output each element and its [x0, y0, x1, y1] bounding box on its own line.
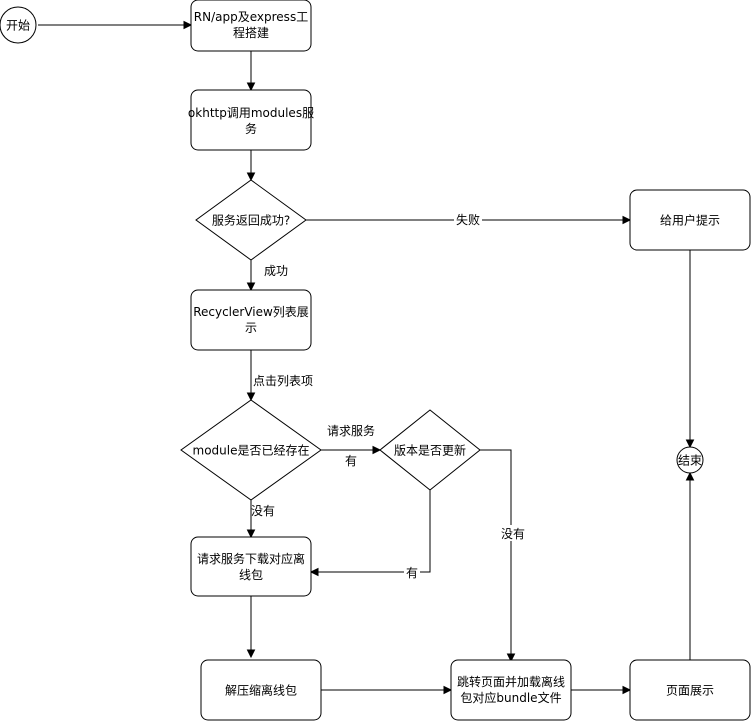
end-label: 结束 [678, 454, 702, 468]
edge-label-success: 成功 [264, 264, 288, 278]
setup-node [190, 0, 312, 52]
jump-label-line1: 跳转页面并加载离线 [457, 674, 565, 689]
label-bg [404, 564, 420, 580]
version-updated-label: 版本是否更新 [394, 443, 466, 458]
arrowhead [183, 20, 193, 30]
setup-label-line1: RN/app及express工 [194, 10, 308, 24]
page-show-node [629, 659, 751, 721]
start-label: 开始 [6, 19, 30, 33]
arrowhead [246, 282, 256, 292]
recycler-label-line2: 示 [245, 321, 257, 335]
recycler-label-line1: RecyclerView列表展 [193, 305, 309, 319]
edges [38, 20, 695, 695]
jump-node [450, 659, 572, 721]
edge-label-yes-version: 有 [345, 454, 357, 468]
notify-user-label: 给用户提示 [660, 213, 720, 228]
download-label-line1: 请求服务下载对应离 [197, 551, 305, 566]
arrowhead [443, 685, 453, 695]
version-updated-decision [379, 409, 481, 491]
edge-version-to-download [318, 490, 431, 573]
edge-labels: 失败 成功 点击列表项 请求服务 有 没有 没有 有 [251, 212, 526, 580]
jump-label-line2: 包对应bundle文件 [460, 690, 561, 705]
edge-label-request-service: 请求服务 [327, 423, 375, 438]
unzip-node [200, 659, 322, 721]
module-exists-label: module是否已经存在 [193, 444, 310, 458]
okhttp-label-line1: okhttp调用modules服 [188, 106, 314, 120]
arrowhead [246, 82, 256, 92]
okhttp-label-line2: 务 [245, 121, 257, 136]
arrowhead [685, 471, 695, 481]
edge-label-yes-update: 有 [406, 566, 418, 580]
arrowhead [246, 172, 256, 182]
download-label-line2: 线包 [239, 568, 263, 582]
label-bg [454, 212, 482, 228]
edge-version-to-jump [480, 449, 512, 654]
download-node [190, 536, 312, 597]
page-show-label: 页面展示 [666, 684, 714, 698]
arrowhead [246, 649, 256, 659]
unzip-label: 解压缩离线包 [225, 683, 297, 698]
notify-user-node [629, 189, 751, 251]
end-node [676, 446, 704, 474]
okhttp-node [190, 89, 312, 151]
setup-label-line2: 程搭建 [233, 25, 269, 40]
service-success-label: 服务返回成功? [212, 213, 290, 228]
label-bg [500, 525, 526, 541]
recycler-node [190, 289, 312, 351]
start-node [0, 6, 37, 44]
module-exists-decision [180, 399, 322, 501]
arrowhead [685, 439, 695, 449]
service-success-decision [195, 179, 307, 261]
arrowhead [372, 445, 382, 455]
edge-label-no-module: 没有 [251, 503, 275, 518]
arrowhead [622, 685, 632, 695]
edge-label-fail: 失败 [456, 212, 480, 227]
arrowhead [506, 653, 516, 663]
arrowhead [309, 567, 319, 577]
arrowhead [246, 529, 256, 539]
edge-label-click-item: 点击列表项 [253, 374, 313, 388]
arrowhead [622, 215, 632, 225]
edge-label-no-update: 没有 [501, 526, 525, 541]
arrowhead [246, 392, 256, 402]
